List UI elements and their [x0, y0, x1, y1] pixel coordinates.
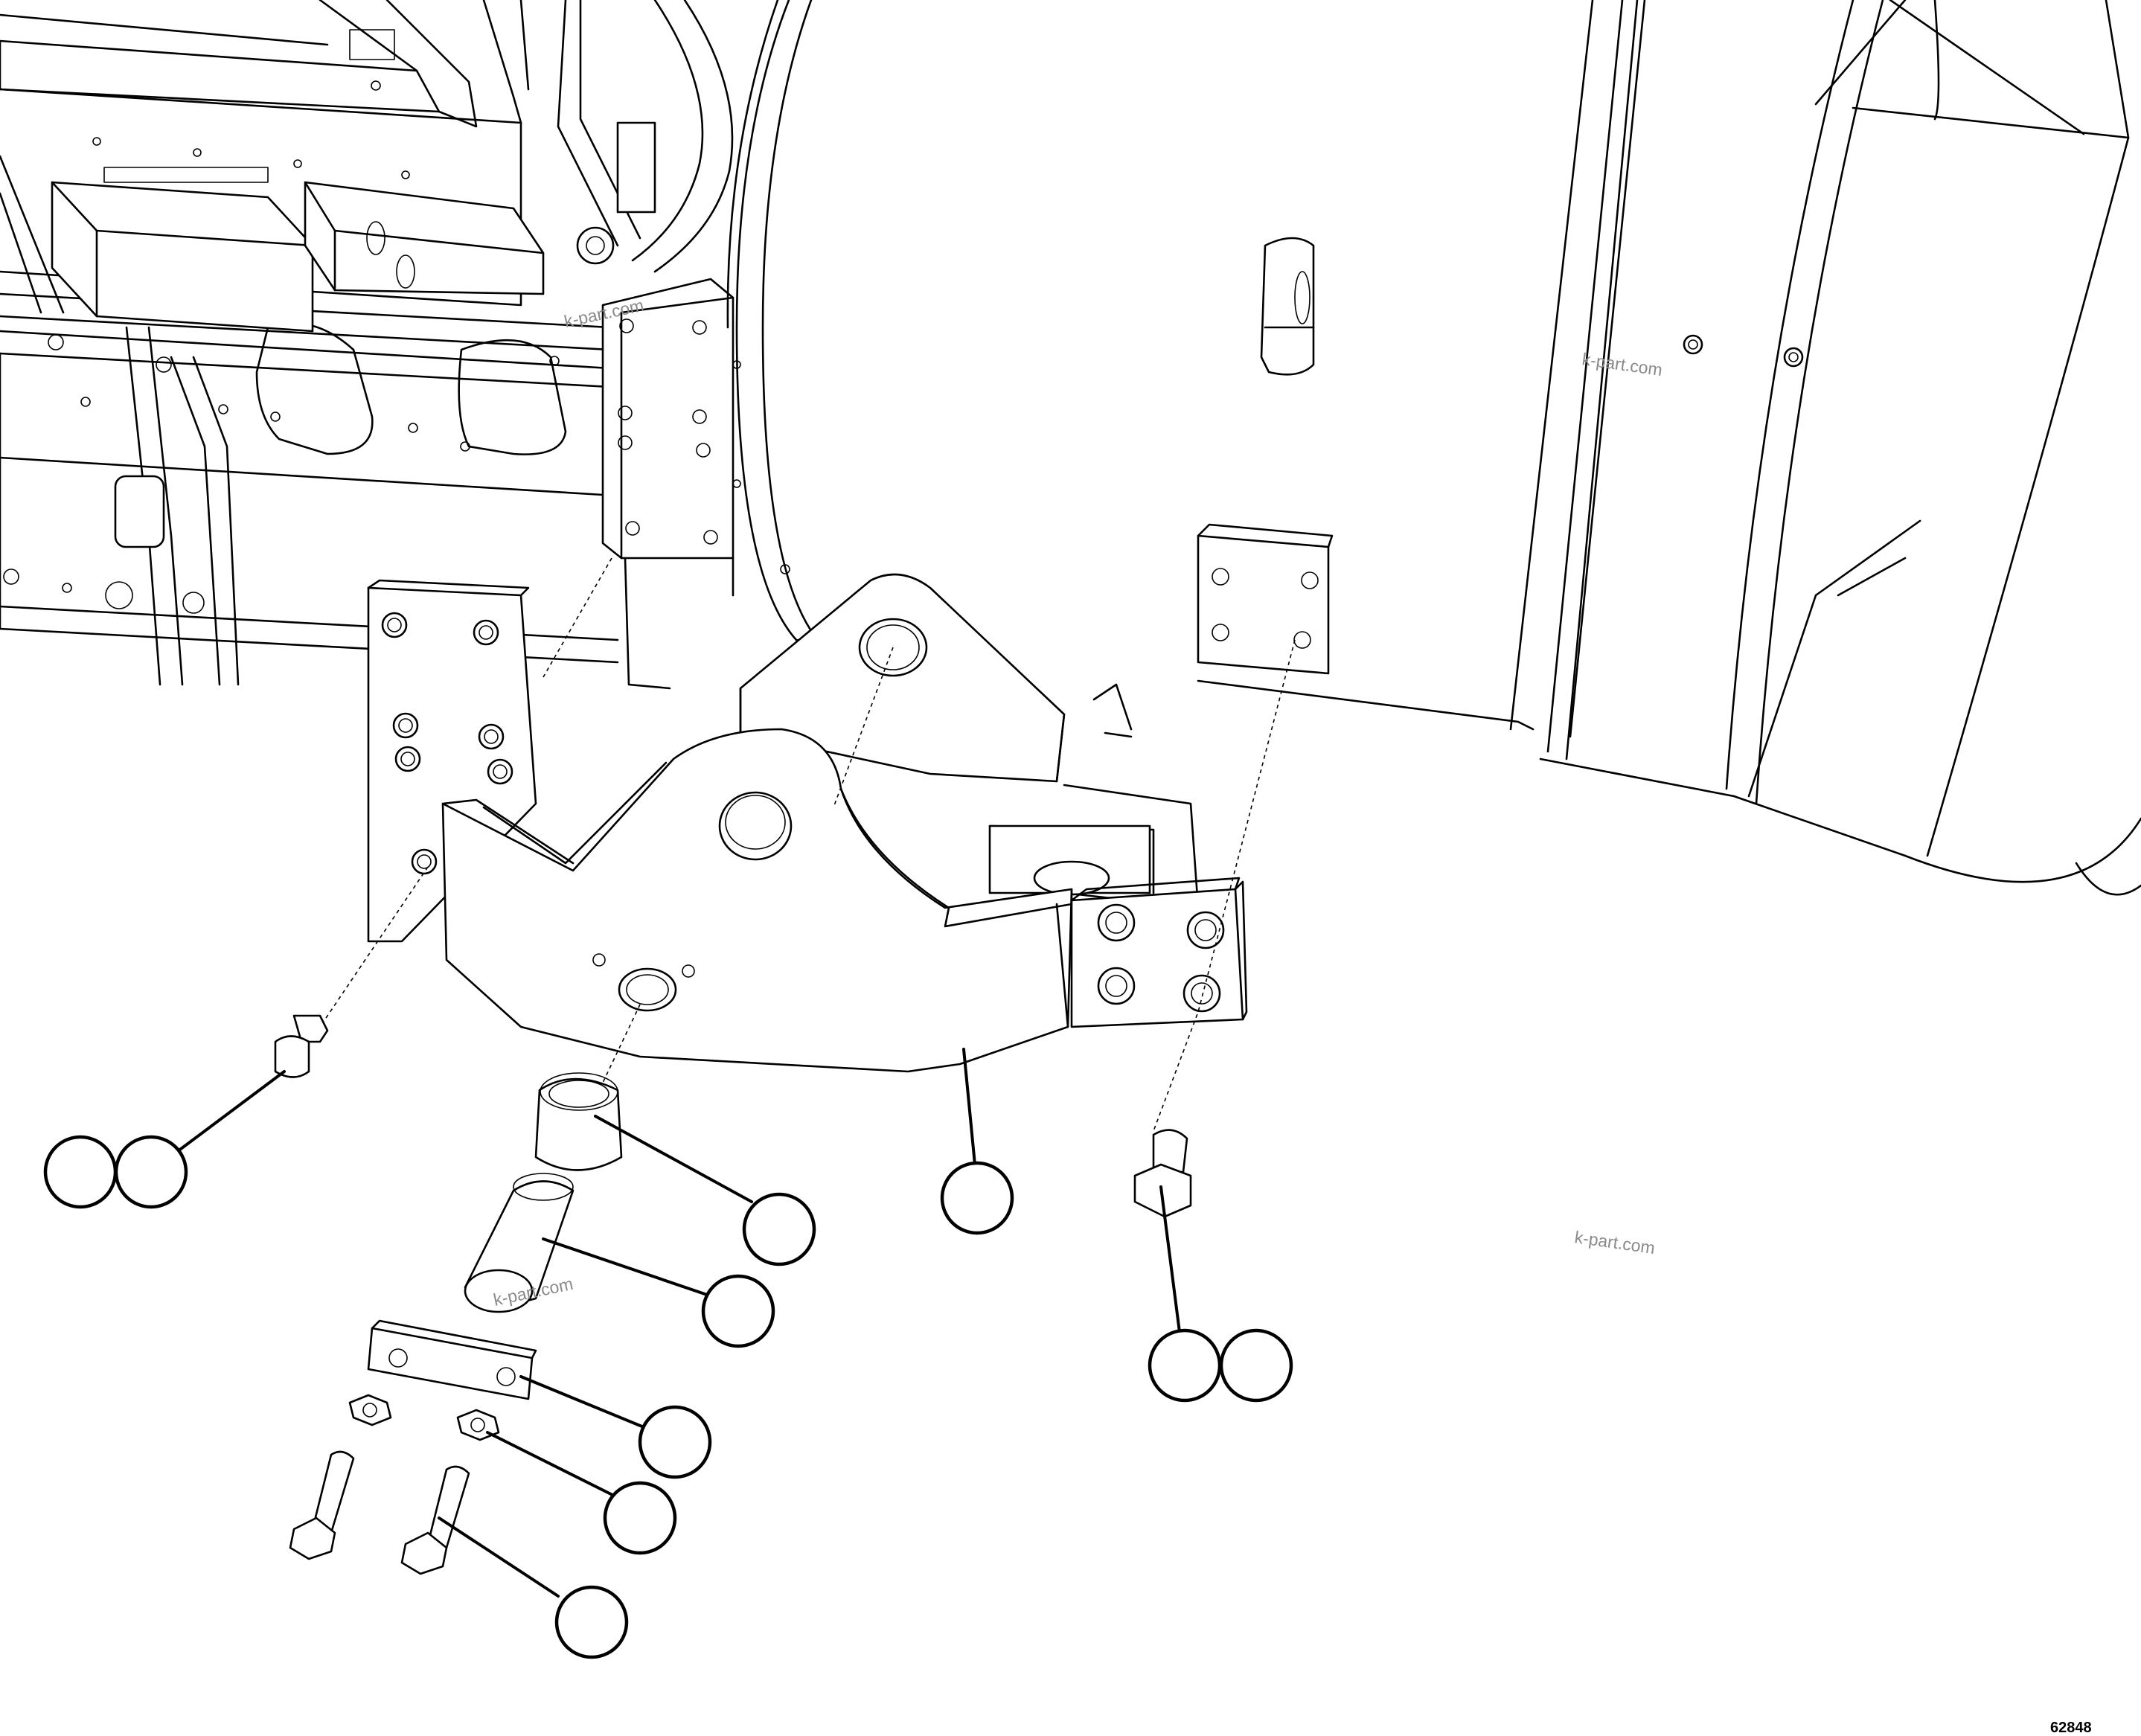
- callouts: [43, 1048, 1293, 1659]
- callout-bubble: [940, 1161, 1014, 1235]
- callout-bubble: [603, 1481, 677, 1555]
- bolt-plate-front: [1070, 877, 1248, 1028]
- callout-bubble: [742, 1192, 816, 1266]
- callout-bubble: [554, 1585, 629, 1659]
- adapter-plate-upper: [601, 278, 735, 690]
- callout-bubble: [701, 1274, 775, 1348]
- figure-number: 62848: [2050, 1720, 2092, 1736]
- callout-bubble: [114, 1135, 188, 1209]
- callout-bubble: [1148, 1328, 1222, 1403]
- engine-block: [0, 0, 734, 686]
- callout-bubble: [1219, 1328, 1293, 1403]
- watermark-text: k-part.com: [1573, 1227, 1656, 1258]
- watermark-text: k-part.com: [1581, 349, 1663, 379]
- generator-housing: [726, 0, 2141, 896]
- callout-bubble: [638, 1405, 712, 1479]
- engine-side-plate: [367, 579, 537, 943]
- assembly-lines: [319, 557, 1296, 1132]
- callout-bubble: [43, 1135, 118, 1209]
- mounting-bracket: [441, 728, 1073, 1073]
- loose-parts: [274, 1014, 1192, 1575]
